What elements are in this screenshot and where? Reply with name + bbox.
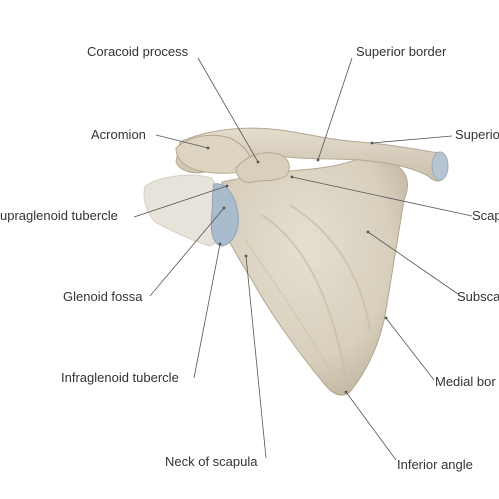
leader-superior-border <box>317 57 353 161</box>
dot-acromion <box>206 146 210 150</box>
leader-acromion <box>155 134 209 149</box>
leader-inferior-angle <box>345 391 397 461</box>
dot-infraglenoid <box>218 242 222 246</box>
label-glenoid-fossa: Glenoid fossa <box>63 289 143 304</box>
clavicle-sternal-end <box>431 151 449 181</box>
leader-neck <box>245 255 267 459</box>
dot-superior-angle <box>370 141 374 145</box>
label-subscapular-fossa: Subsca <box>457 289 499 304</box>
label-scapular-notch: Scap <box>472 208 499 223</box>
fossa-ridge-2 <box>289 204 371 331</box>
leader-infraglenoid <box>193 243 221 379</box>
dot-medial-border <box>384 316 388 320</box>
scapula-body <box>221 147 408 396</box>
label-infraglenoid-tubercle: Infraglenoid tubercle <box>61 370 179 385</box>
label-coracoid-process: Coracoid process <box>87 44 189 59</box>
label-acromion: Acromion <box>91 127 146 142</box>
leader-superior-angle <box>371 135 453 144</box>
humerus-head <box>143 174 223 247</box>
glenoid-cartilage <box>210 183 239 247</box>
label-superior-border: Superior border <box>356 44 447 59</box>
leader-lines <box>133 57 473 461</box>
label-inferior-angle: Inferior angle <box>397 457 473 472</box>
dot-coracoid <box>256 160 260 164</box>
dot-inferior-angle <box>344 390 348 394</box>
leader-glenoid-fossa <box>149 207 225 297</box>
fossa-ridge-3 <box>244 239 331 371</box>
dot-supraglenoid <box>225 184 229 188</box>
dot-neck <box>244 254 248 258</box>
leader-coracoid <box>197 57 259 163</box>
leader-medial-border <box>385 317 435 381</box>
dot-superior-border <box>316 158 320 162</box>
leader-scapular-notch <box>291 176 473 217</box>
dot-subscapular <box>366 230 370 234</box>
dot-scapular-notch <box>290 175 294 179</box>
label-neck-of-scapula: Neck of scapula <box>165 454 258 469</box>
coracoid-bone <box>235 152 290 183</box>
anchor-dots <box>206 141 388 394</box>
label-medial-border: Medial bor <box>435 374 496 389</box>
label-superior-angle: Superio <box>455 127 499 142</box>
dot-glenoid-fossa <box>222 206 226 210</box>
leader-supraglenoid <box>133 185 228 218</box>
label-supraglenoid-tubercle: upraglenoid tubercle <box>0 208 118 223</box>
leader-subscapular <box>367 231 459 295</box>
fossa-ridge-1 <box>261 214 346 376</box>
